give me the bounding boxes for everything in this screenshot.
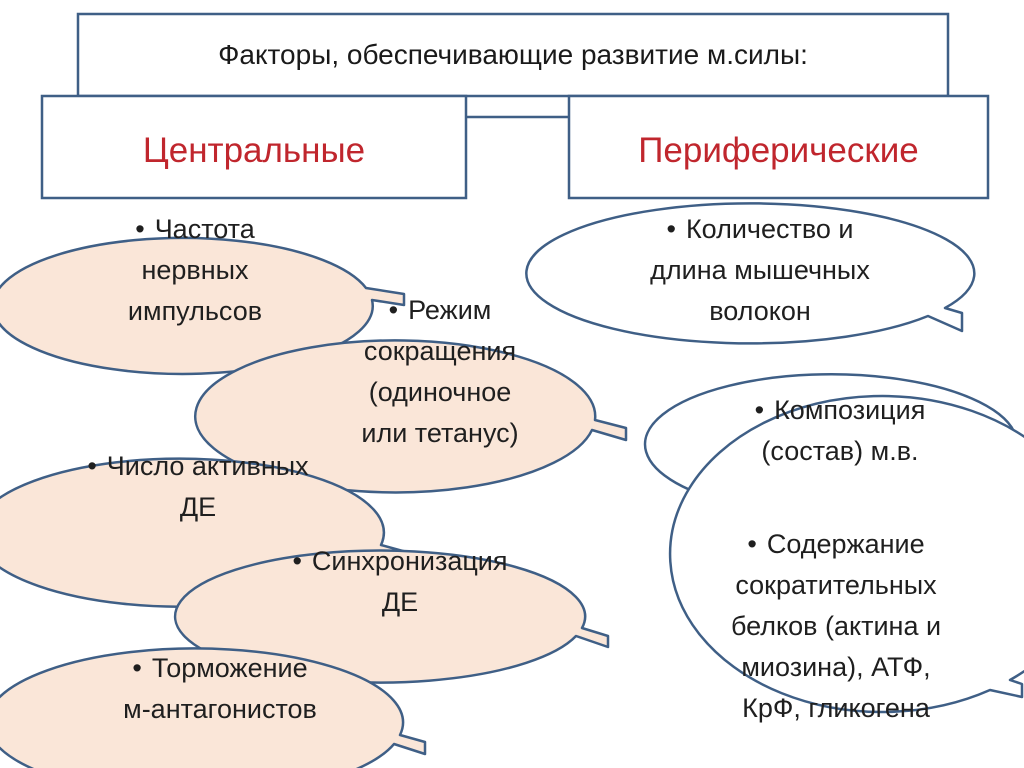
title-box bbox=[76, 12, 950, 98]
item-text-line: длина мышечных bbox=[650, 255, 870, 285]
central-category-label: Центральные bbox=[142, 131, 366, 170]
central-bubble-5 bbox=[0, 647, 427, 768]
item-text-line: нервных bbox=[141, 255, 249, 285]
central-bubble-4 bbox=[173, 549, 610, 684]
item-text-line: Число активных bbox=[106, 451, 309, 481]
item-text-line: Композиция bbox=[774, 395, 926, 425]
central-item-4: • Синхронизация ДЕ bbox=[250, 541, 550, 623]
item-text-line: (одиночное bbox=[368, 377, 512, 407]
item-text-line: сокращения bbox=[363, 336, 517, 366]
item-text-line: миозина), АТФ, bbox=[741, 652, 931, 682]
central-box bbox=[40, 94, 468, 200]
item-text-line: Торможение bbox=[151, 653, 308, 683]
item-text-line: КрФ, гликогена bbox=[742, 693, 930, 723]
item-text-line: Режим bbox=[408, 295, 492, 325]
central-item-3: • Число активных ДЕ bbox=[48, 446, 348, 528]
item-text-line: Частота bbox=[154, 214, 255, 244]
item-text-line: ДЕ bbox=[179, 492, 217, 522]
central-item-1: • Частота нервных импульсов bbox=[80, 209, 310, 332]
peripheral-bubble-1 bbox=[525, 202, 976, 345]
peripheral-box bbox=[567, 94, 990, 200]
bullet-icon: • bbox=[388, 295, 399, 325]
central-bubble-2 bbox=[194, 339, 628, 494]
item-text-line: м-антагонистов bbox=[123, 694, 317, 724]
peripheral-item-1: • Количество и длина мышечных волокон bbox=[600, 209, 920, 332]
peripheral-item-2: • Композиция (состав) м.в. bbox=[700, 390, 980, 472]
bullet-icon: • bbox=[747, 529, 757, 559]
item-text-line: Количество и bbox=[685, 214, 854, 244]
peripheral-bubble-3 bbox=[668, 394, 1024, 714]
item-text-line: волокон bbox=[709, 296, 811, 326]
bullet-icon: • bbox=[132, 653, 142, 683]
item-text-line: импульсов bbox=[127, 296, 263, 326]
item-text-line: сократительных bbox=[735, 570, 937, 600]
peripheral-item-3: • Содержание сократительных белков (актин… bbox=[686, 524, 986, 729]
bullet-icon: • bbox=[292, 546, 302, 576]
bullet-icon: • bbox=[135, 214, 145, 244]
bullet-icon: • bbox=[666, 214, 676, 244]
item-text-line: или тетанус) bbox=[361, 418, 519, 448]
item-text-line: ДЕ bbox=[381, 587, 419, 617]
peripheral-category-label: Периферические bbox=[638, 131, 919, 170]
item-text-line: (состав) м.в. bbox=[761, 436, 919, 466]
bullet-icon: • bbox=[87, 451, 97, 481]
central-item-2: • Режим сокращения (одиночное или тетанус… bbox=[330, 290, 550, 454]
diagram-title: Факторы, обеспечивающие развитие м.силы: bbox=[218, 39, 808, 70]
bullet-icon: • bbox=[754, 395, 765, 425]
item-text-line: белков (актина и bbox=[730, 611, 942, 641]
item-text-line: Синхронизация bbox=[311, 546, 508, 576]
item-text-line: Содержание bbox=[766, 529, 925, 559]
central-item-5: • Торможение м-антагонистов bbox=[70, 648, 370, 730]
